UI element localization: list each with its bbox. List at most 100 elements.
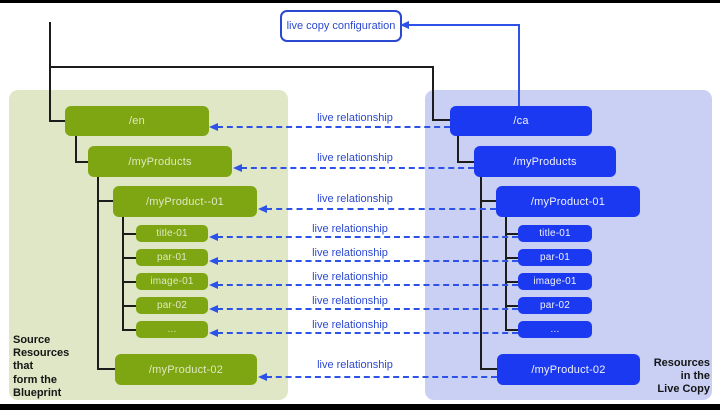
tree-connector bbox=[505, 329, 518, 331]
source-node-en-label: /en bbox=[129, 115, 145, 127]
source-node-par-01: par-01 bbox=[136, 249, 208, 266]
livecopy-node-myproduct-01: /myProduct-01 bbox=[496, 186, 640, 217]
tree-connector bbox=[97, 177, 99, 369]
relationship-dashed-line bbox=[217, 308, 518, 310]
livecopy-caption-line: in the bbox=[680, 370, 710, 383]
livecopy-node-image-01-label: image-01 bbox=[533, 276, 577, 287]
source-node-more-label: ... bbox=[167, 324, 177, 335]
config-connector-line bbox=[518, 24, 520, 106]
livecopy-node-myproducts: /myProducts bbox=[474, 146, 616, 177]
relationship-label: live relationship bbox=[312, 223, 388, 235]
tree-connector bbox=[480, 200, 496, 202]
tree-connector bbox=[122, 329, 136, 331]
livecopy-node-myproducts-label: /myProducts bbox=[513, 155, 577, 168]
relationship-arrowhead-icon bbox=[258, 373, 267, 381]
livecopy-caption-line: Live Copy bbox=[657, 383, 710, 396]
relationship-label: live relationship bbox=[312, 247, 388, 259]
relationship-arrowhead-icon bbox=[209, 329, 218, 337]
relationship-dashed-line bbox=[217, 284, 518, 286]
livecopy-caption: Resources in the Live Copy bbox=[630, 357, 710, 397]
source-node-par-02: par-02 bbox=[136, 297, 208, 314]
relationship-dashed-line bbox=[266, 376, 497, 378]
relationship-label: live relationship bbox=[317, 152, 393, 164]
livecopy-node-myproduct-02: /myProduct-02 bbox=[497, 354, 640, 385]
relationship-label: live relationship bbox=[312, 319, 388, 331]
relationship-arrowhead-icon bbox=[209, 123, 218, 131]
live-copy-configuration-label: live copy configuration bbox=[286, 20, 396, 32]
relationship-label: live relationship bbox=[312, 271, 388, 283]
tree-connector bbox=[480, 177, 482, 369]
tree-connector bbox=[432, 119, 450, 121]
tree-connector bbox=[480, 368, 497, 370]
source-node-par-01-label: par-01 bbox=[156, 252, 188, 263]
source-caption-line: Source bbox=[13, 334, 51, 346]
relationship-dashed-line bbox=[217, 126, 450, 128]
relationship-dashed-line bbox=[266, 208, 496, 210]
livecopy-node-ca-label: /ca bbox=[513, 115, 529, 127]
tree-connector bbox=[97, 368, 115, 370]
livecopy-node-par-01-label: par-01 bbox=[539, 252, 571, 263]
config-arrowhead-icon bbox=[400, 21, 409, 29]
tree-connector bbox=[75, 136, 77, 162]
relationship-dashed-line bbox=[241, 167, 474, 169]
source-caption-line: Blueprint bbox=[13, 386, 62, 399]
source-node-myproduct-02-label: /myProduct-02 bbox=[148, 363, 224, 376]
source-caption-line: Resources bbox=[13, 347, 70, 360]
source-node-title-01: title-01 bbox=[136, 225, 208, 242]
source-node-more: ... bbox=[136, 321, 208, 338]
livecopy-node-ca: /ca bbox=[450, 106, 592, 136]
tree-connector bbox=[122, 257, 136, 259]
tree-connector bbox=[49, 66, 433, 68]
relationship-arrowhead-icon bbox=[209, 281, 218, 289]
live-copy-configuration-box: live copy configuration bbox=[280, 10, 402, 42]
relationship-arrowhead-icon bbox=[209, 233, 218, 241]
source-node-title-01-label: title-01 bbox=[156, 228, 188, 239]
tree-connector bbox=[432, 66, 434, 120]
source-node-myproducts: /myProducts bbox=[88, 146, 232, 177]
source-node-en: /en bbox=[65, 106, 209, 136]
top-border-bar bbox=[0, 0, 720, 3]
source-node-par-02-label: par-02 bbox=[156, 300, 188, 311]
livecopy-node-title-01-label: title-01 bbox=[539, 228, 571, 239]
source-node-myproduct-02: /myProduct-02 bbox=[115, 354, 257, 385]
relationship-label: live relationship bbox=[317, 359, 393, 371]
livecopy-node-par-02-label: par-02 bbox=[539, 300, 571, 311]
relationship-dashed-line bbox=[217, 260, 518, 262]
tree-connector bbox=[122, 305, 136, 307]
relationship-label: live relationship bbox=[312, 295, 388, 307]
relationship-arrowhead-icon bbox=[258, 205, 267, 213]
livecopy-node-more: ... bbox=[518, 321, 592, 338]
livecopy-node-image-01: image-01 bbox=[518, 273, 592, 290]
livecopy-node-myproduct-01-label: /myProduct-01 bbox=[530, 195, 606, 208]
livecopy-node-par-01: par-01 bbox=[518, 249, 592, 266]
livecopy-node-myproduct-02-label: /myProduct-02 bbox=[531, 363, 606, 376]
tree-connector bbox=[75, 161, 88, 163]
tree-connector bbox=[505, 281, 518, 283]
relationship-dashed-line bbox=[217, 236, 518, 238]
tree-connector bbox=[122, 281, 136, 283]
tree-connector bbox=[505, 257, 518, 259]
relationship-label: live relationship bbox=[317, 193, 393, 205]
tree-connector bbox=[49, 22, 51, 121]
tree-connector bbox=[457, 161, 474, 163]
source-node-image-01-label: image-01 bbox=[150, 276, 194, 287]
tree-connector bbox=[122, 233, 136, 235]
source-caption-line: that bbox=[13, 360, 34, 373]
livecopy-node-more-label: ... bbox=[550, 324, 560, 335]
tree-connector bbox=[49, 120, 65, 122]
source-node-myproduct-01-label: /myProduct--01 bbox=[146, 195, 224, 208]
source-node-myproduct-01: /myProduct--01 bbox=[113, 186, 257, 217]
relationship-arrowhead-icon bbox=[233, 164, 242, 172]
bottom-border-bar bbox=[0, 404, 720, 410]
livecopy-node-par-02: par-02 bbox=[518, 297, 592, 314]
source-panel bbox=[9, 90, 288, 400]
source-caption: Source Resources that form the Blueprint bbox=[13, 334, 69, 400]
livecopy-caption-line: Resources bbox=[653, 357, 710, 369]
tree-connector bbox=[122, 217, 124, 330]
relationship-arrowhead-icon bbox=[209, 257, 218, 265]
livecopy-node-title-01: title-01 bbox=[518, 225, 592, 242]
tree-connector bbox=[457, 136, 459, 162]
relationship-label: live relationship bbox=[317, 112, 393, 124]
livecopy-panel bbox=[425, 90, 712, 400]
tree-connector bbox=[505, 217, 507, 330]
